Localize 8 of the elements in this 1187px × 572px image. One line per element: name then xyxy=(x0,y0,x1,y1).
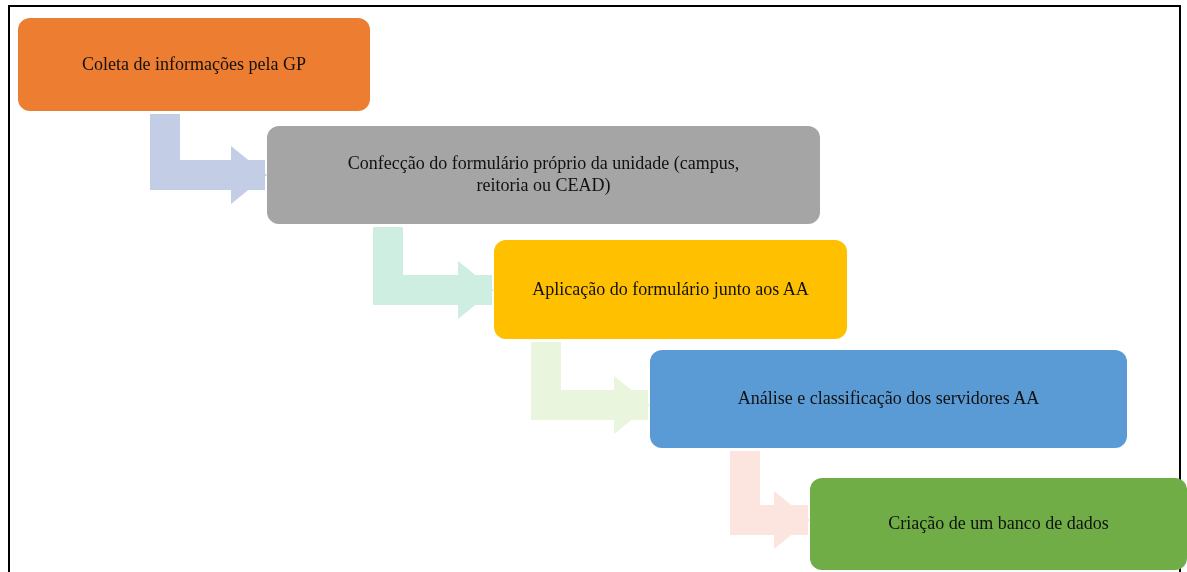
process-box: Aplicação do formulário junto aos AA xyxy=(494,240,847,339)
process-box: Confecção do formulário próprio da unidade (campus, reitoria ou CEAD) xyxy=(267,126,820,224)
process-box: Coleta de informações pela GP xyxy=(18,18,370,111)
process-box: Análise e classificação dos servidores AA xyxy=(650,350,1127,448)
bent-arrow xyxy=(373,227,494,319)
bent-arrow xyxy=(150,114,267,204)
bent-arrow xyxy=(531,342,650,434)
process-box: Criação de um banco de dados xyxy=(810,478,1187,570)
